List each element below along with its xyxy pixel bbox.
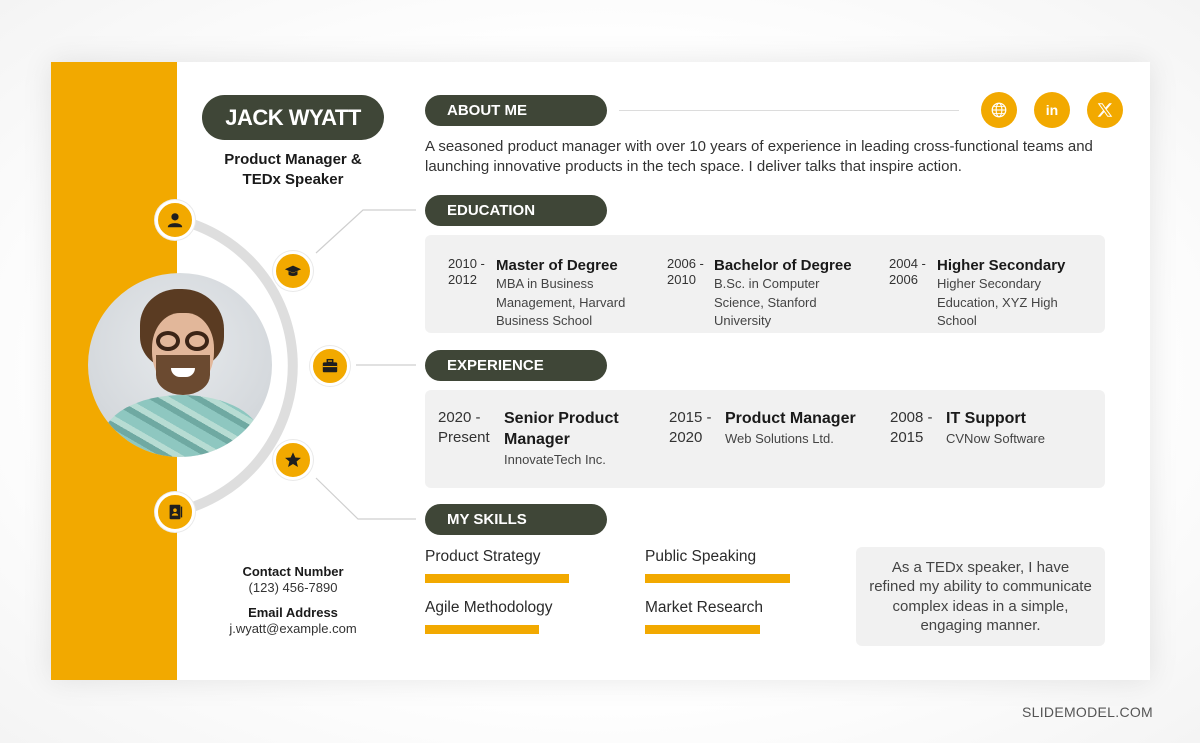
skill-bar-market-research	[645, 625, 760, 634]
profile-photo	[88, 273, 272, 457]
experience-years: 2020 - Present	[438, 409, 490, 446]
experience-heading: EXPERIENCE	[425, 350, 607, 381]
education-item: 2006 - 2010 Bachelor of Degree B.Sc. in …	[667, 256, 869, 331]
experience-title: Senior Product Manager	[504, 410, 619, 448]
experience-years: 2008 - 2015	[890, 409, 933, 446]
phone-value: (123) 456-7890	[248, 580, 338, 595]
experience-years: 2015 - 2020	[669, 409, 712, 446]
education-detail: Higher Secondary Education, XYZ High Sch…	[937, 276, 1058, 328]
education-detail: B.Sc. in Computer Science, Stanford Univ…	[714, 276, 820, 328]
role-title: Product Manager & TEDx Speaker	[193, 150, 393, 190]
briefcase-icon	[310, 346, 350, 386]
skill-bar-product-strategy	[425, 574, 569, 583]
about-heading: ABOUT ME	[425, 95, 607, 126]
skills-heading: MY SKILLS	[425, 504, 607, 535]
role-line-2: TEDx Speaker	[242, 171, 344, 188]
education-heading: EDUCATION	[425, 195, 607, 226]
contact-email: Email Address j.wyatt@example.com	[193, 605, 393, 637]
experience-item: 2008 - 2015 IT Support CVNow Software	[890, 408, 1096, 449]
skill-bar-public-speaking	[645, 574, 790, 583]
education-title: Bachelor of Degree	[714, 257, 852, 274]
graduation-cap-icon	[273, 251, 313, 291]
experience-title: IT Support	[946, 410, 1026, 427]
phone-label: Contact Number	[242, 564, 344, 579]
experience-item: 2015 - 2020 Product Manager Web Solution…	[669, 408, 885, 449]
education-panel: 2010 - 2012 Master of Degree MBA in Busi…	[425, 235, 1105, 333]
skill-bar-agile-methodology	[425, 625, 539, 634]
contact-phone: Contact Number (123) 456-7890	[193, 564, 393, 596]
education-years: 2006 - 2010	[667, 256, 704, 287]
education-title: Higher Secondary	[937, 257, 1066, 274]
star-icon	[273, 440, 313, 480]
website-button[interactable]	[981, 92, 1017, 128]
education-title: Master of Degree	[496, 257, 618, 274]
skill-label: Market Research	[645, 599, 764, 616]
about-text: A seasoned product manager with over 10 …	[425, 138, 1093, 175]
experience-company: CVNow Software	[946, 431, 1045, 446]
timeline-arc	[173, 209, 416, 520]
skill-label: Agile Methodology	[425, 599, 553, 616]
skill-label: Product Strategy	[425, 548, 541, 565]
skill-label: Public Speaking	[645, 548, 757, 565]
experience-panel: 2020 - Present Senior Product Manager In…	[425, 390, 1105, 488]
experience-company: InnovateTech Inc.	[504, 452, 606, 467]
role-line-1: Product Manager &	[224, 151, 362, 168]
education-detail: MBA in Business Management, Harvard Busi…	[496, 276, 626, 328]
watermark: SLIDEMODEL.COM	[1022, 704, 1153, 720]
email-value: j.wyatt@example.com	[229, 621, 357, 636]
experience-title: Product Manager	[725, 410, 856, 427]
experience-item: 2020 - Present Senior Product Manager In…	[438, 408, 634, 470]
x-twitter-button[interactable]	[1087, 92, 1123, 128]
divider-line	[619, 110, 959, 111]
user-icon	[155, 200, 195, 240]
email-label: Email Address	[248, 605, 338, 620]
resume-slide: JACK WYATT Product Manager & TEDx Speake…	[51, 62, 1150, 680]
contact-book-icon	[155, 492, 195, 532]
experience-company: Web Solutions Ltd.	[725, 431, 834, 446]
linkedin-icon: in	[1045, 102, 1059, 118]
speaker-quote: As a TEDx speaker, I have refined my abi…	[856, 547, 1105, 646]
globe-icon	[991, 102, 1007, 118]
linkedin-button[interactable]: in	[1034, 92, 1070, 128]
education-years: 2004 - 2006	[889, 256, 926, 287]
education-item: 2010 - 2012 Master of Degree MBA in Busi…	[448, 256, 646, 331]
education-years: 2010 - 2012	[448, 256, 485, 287]
x-twitter-icon	[1097, 103, 1113, 117]
education-item: 2004 - 2006 Higher Secondary Higher Seco…	[889, 256, 1087, 331]
name-badge: JACK WYATT	[202, 95, 384, 140]
